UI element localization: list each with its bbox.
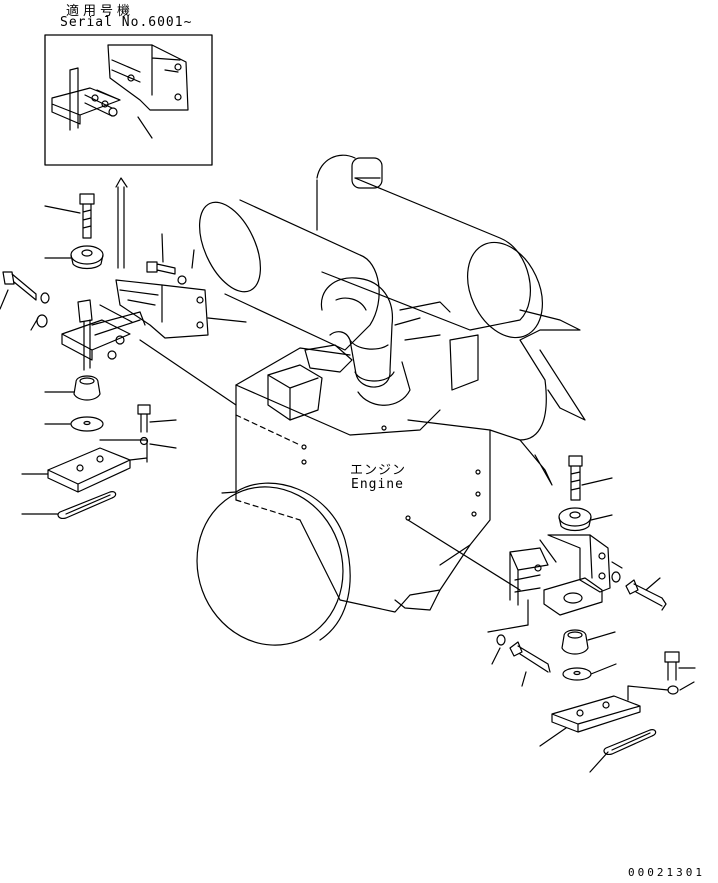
leader-left-engine: [140, 340, 236, 405]
engine-body: [140, 155, 585, 666]
serial-number-label: Serial No.6001~: [60, 15, 193, 30]
flywheel-housing: [175, 466, 365, 666]
leader-right-engine: [408, 520, 520, 590]
inset-variant-box: [45, 35, 212, 165]
left-rubber-cushion-bottom: [74, 376, 100, 400]
engine-tank: [317, 155, 557, 349]
right-mount-plate: [540, 686, 668, 746]
left-mount-assembly: [0, 194, 246, 518]
left-engine-bracket: [116, 280, 246, 338]
right-mount-assembly: [488, 456, 695, 772]
engine-block: [236, 302, 585, 612]
right-shim: [590, 730, 656, 772]
drawing-code: 00021301: [628, 866, 705, 879]
air-cleaner: [187, 193, 379, 350]
arrow-up-icon: [116, 178, 127, 268]
right-lower-washer-bolt: [488, 625, 550, 686]
left-bolt: [80, 194, 94, 238]
intake-elbow: [321, 278, 410, 405]
engine-label-ja: エンジン: [350, 463, 407, 478]
left-side-bolt: [0, 272, 49, 330]
left-plate-bolt: [138, 405, 176, 448]
right-rubber-cushion-bottom: [562, 630, 615, 654]
right-flat-washer: [563, 664, 616, 680]
right-plate-bolt: [665, 652, 695, 694]
right-engine-bracket: [540, 535, 610, 592]
left-shim: [22, 492, 116, 519]
inset-bracket: [108, 45, 188, 110]
engine-label-en: Engine: [351, 477, 404, 492]
inset-leader: [138, 117, 152, 138]
left-pin-assembly: [62, 300, 145, 370]
right-pin-assembly: [510, 548, 602, 625]
bracket-bolt: [147, 234, 194, 284]
right-side-bolt: [612, 562, 666, 610]
inset-frame: [45, 35, 212, 165]
left-rubber-cushion-top: [71, 246, 103, 269]
left-flat-washer: [71, 417, 103, 431]
right-rubber-cushion-top: [559, 508, 612, 531]
left-mount-plate: [22, 440, 147, 492]
right-bolt: [569, 456, 612, 500]
filler-cap: [352, 158, 382, 188]
applicable-serial-heading: 適用号機: [66, 4, 135, 19]
